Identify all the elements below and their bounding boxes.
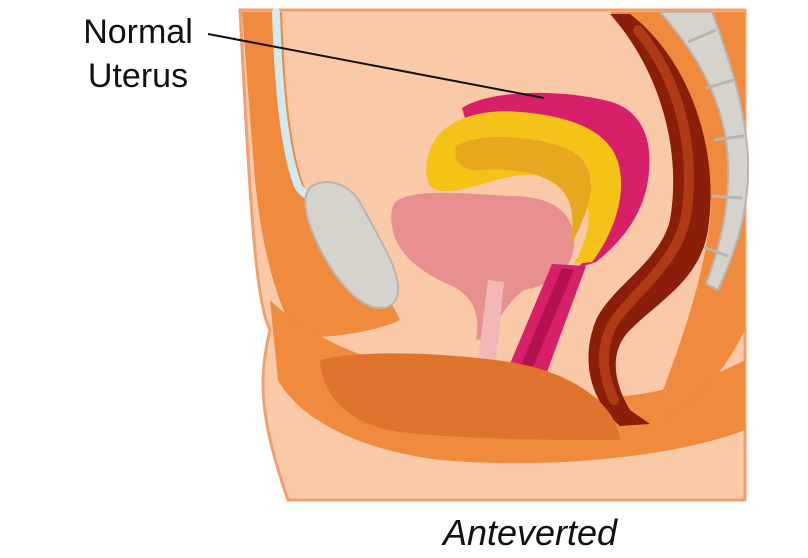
sacrum-joint xyxy=(712,196,742,198)
callout-label-normal: Normal xyxy=(58,12,218,52)
callout-label-uterus: Uterus xyxy=(58,56,218,96)
diagram-caption: Anteverted xyxy=(400,512,660,554)
